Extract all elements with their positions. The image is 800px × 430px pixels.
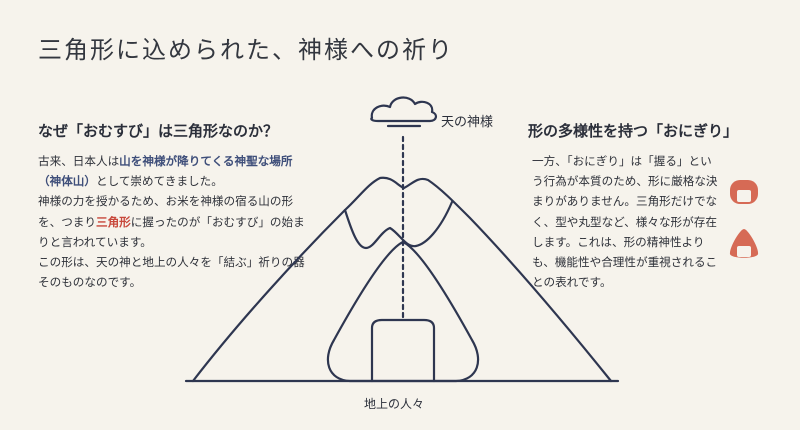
highlight-triangle: 三角形 <box>95 214 131 229</box>
page-title: 三角形に込められた、神様への祈り <box>38 36 454 64</box>
left-paragraph-3: この形は、天の神と地上の人々を「結ぶ」祈りの器そのものなのです。 <box>38 255 305 290</box>
right-paragraph: 一方、「おにぎり」は「握る」という行為が本質のため、形に厳格な決まりがありません… <box>532 154 718 290</box>
left-text: に握ったのが「おむすび」の始まりと言われています。 <box>38 214 305 249</box>
left-text: 古来、日本人は <box>38 154 120 168</box>
left-body: 古来、日本人は山を神様が降りてくる神聖な場所（神体山）として崇めてきました。 神… <box>38 151 313 292</box>
right-body: 一方、「おにぎり」は「握る」という行為が本質のため、形に厳格な決まりがありません… <box>532 151 720 292</box>
left-paragraph-1: 古来、日本人は山を神様が降りてくる神聖な場所（神体山）として崇めてきました。 <box>38 151 313 191</box>
left-text: として崇めてきました。 <box>95 174 223 189</box>
mountain-snow-line <box>343 200 454 250</box>
triangle-onigiri-icon <box>729 229 759 258</box>
round-onigiri-icon <box>730 180 758 204</box>
highlight-sacred-mountain: 山を神様が降りてくる神聖な場所（神体山） <box>38 154 293 189</box>
left-text: 神様の力を授かるため、お米を神様の宿る山の形を、つまり <box>38 194 294 229</box>
left-paragraph-2: 神様の力を授かるため、お米を神様の宿る山の形を、つまり三角形に握ったのが「おむす… <box>38 191 313 252</box>
cloud-icon <box>370 96 437 128</box>
left-heading: なぜ「おむすび」は三角形なのか？ <box>38 122 279 140</box>
label-people-on-earth: 地上の人々 <box>364 397 425 411</box>
mountain-icon <box>191 176 613 383</box>
rice-ball-icon <box>326 240 480 383</box>
right-heading: 形の多様性を持つ「おにぎり」 <box>528 122 739 140</box>
label-heavenly-gods: 天の神様 <box>441 115 494 130</box>
nori-wrap <box>370 318 436 383</box>
